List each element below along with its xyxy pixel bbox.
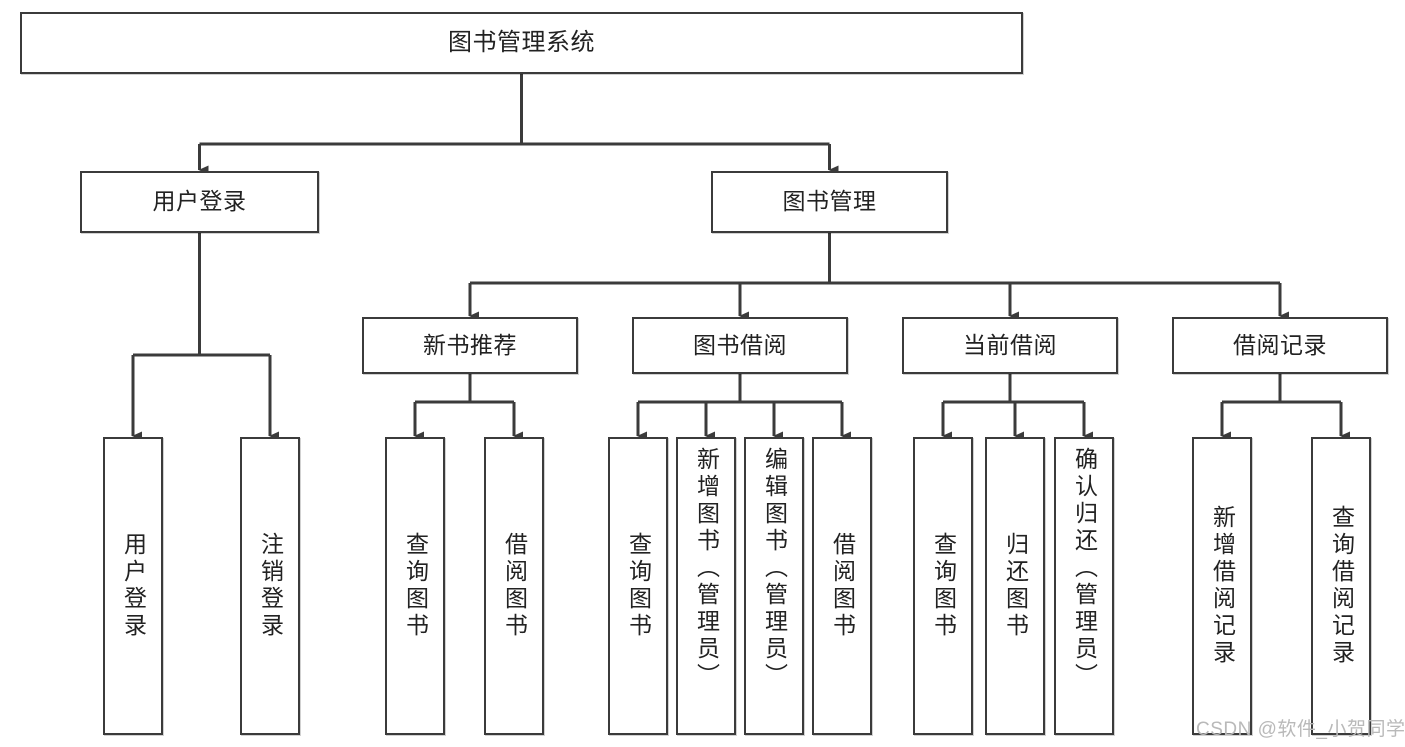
node-new-book-rec[interactable]: 新书推荐 — [362, 317, 578, 374]
node-label-root: 图书管理系统 — [448, 28, 595, 56]
node-leaf-user-logout[interactable]: 注销登录 — [240, 437, 300, 735]
node-leaf-br-query[interactable]: 查询借阅记录 — [1311, 437, 1371, 735]
node-user-login[interactable]: 用户登录 — [80, 171, 319, 233]
node-label-leaf-bb-add: 新增图书（管理员） — [693, 447, 720, 690]
node-label-leaf-br-add: 新增借阅记录 — [1209, 505, 1236, 667]
node-root[interactable]: 图书管理系统 — [20, 12, 1023, 74]
node-label-user-login: 用户登录 — [152, 188, 247, 215]
csdn-watermark: CSDN @软件_小贺同学 — [1196, 719, 1405, 740]
node-current-borrow[interactable]: 当前借阅 — [902, 317, 1118, 374]
node-label-leaf-user-login: 用户登录 — [120, 532, 147, 640]
node-label-leaf-cb-confirm: 确认归还（管理员） — [1071, 447, 1098, 690]
node-label-leaf-user-logout: 注销登录 — [257, 532, 284, 640]
node-book-borrow[interactable]: 图书借阅 — [632, 317, 848, 374]
node-label-leaf-rec-borrow: 借阅图书 — [501, 532, 528, 640]
node-leaf-cb-return[interactable]: 归还图书 — [985, 437, 1045, 735]
node-label-leaf-br-query: 查询借阅记录 — [1328, 505, 1355, 667]
node-leaf-user-login[interactable]: 用户登录 — [103, 437, 163, 735]
node-label-new-book-rec: 新书推荐 — [423, 331, 517, 358]
node-leaf-rec-borrow[interactable]: 借阅图书 — [484, 437, 544, 735]
node-label-book-borrow: 图书借阅 — [693, 331, 787, 358]
node-label-leaf-bb-edit: 编辑图书（管理员） — [761, 447, 788, 690]
node-label-current-borrow: 当前借阅 — [963, 331, 1057, 358]
node-label-book-manage: 图书管理 — [782, 188, 877, 215]
node-leaf-cb-query[interactable]: 查询图书 — [913, 437, 973, 735]
node-book-manage[interactable]: 图书管理 — [711, 171, 948, 233]
node-leaf-bb-borrow[interactable]: 借阅图书 — [812, 437, 872, 735]
node-label-leaf-rec-query: 查询图书 — [402, 532, 429, 640]
node-borrow-record[interactable]: 借阅记录 — [1172, 317, 1388, 374]
node-leaf-cb-confirm[interactable]: 确认归还（管理员） — [1054, 437, 1114, 735]
node-label-leaf-bb-borrow: 借阅图书 — [829, 532, 856, 640]
node-leaf-bb-query[interactable]: 查询图书 — [608, 437, 668, 735]
node-leaf-rec-query[interactable]: 查询图书 — [385, 437, 445, 735]
node-leaf-br-add[interactable]: 新增借阅记录 — [1192, 437, 1252, 735]
node-label-leaf-bb-query: 查询图书 — [625, 532, 652, 640]
node-label-leaf-cb-query: 查询图书 — [930, 532, 957, 640]
node-leaf-bb-edit[interactable]: 编辑图书（管理员） — [744, 437, 804, 735]
node-label-borrow-record: 借阅记录 — [1233, 331, 1327, 358]
node-leaf-bb-add[interactable]: 新增图书（管理员） — [676, 437, 736, 735]
node-label-leaf-cb-return: 归还图书 — [1002, 532, 1029, 640]
